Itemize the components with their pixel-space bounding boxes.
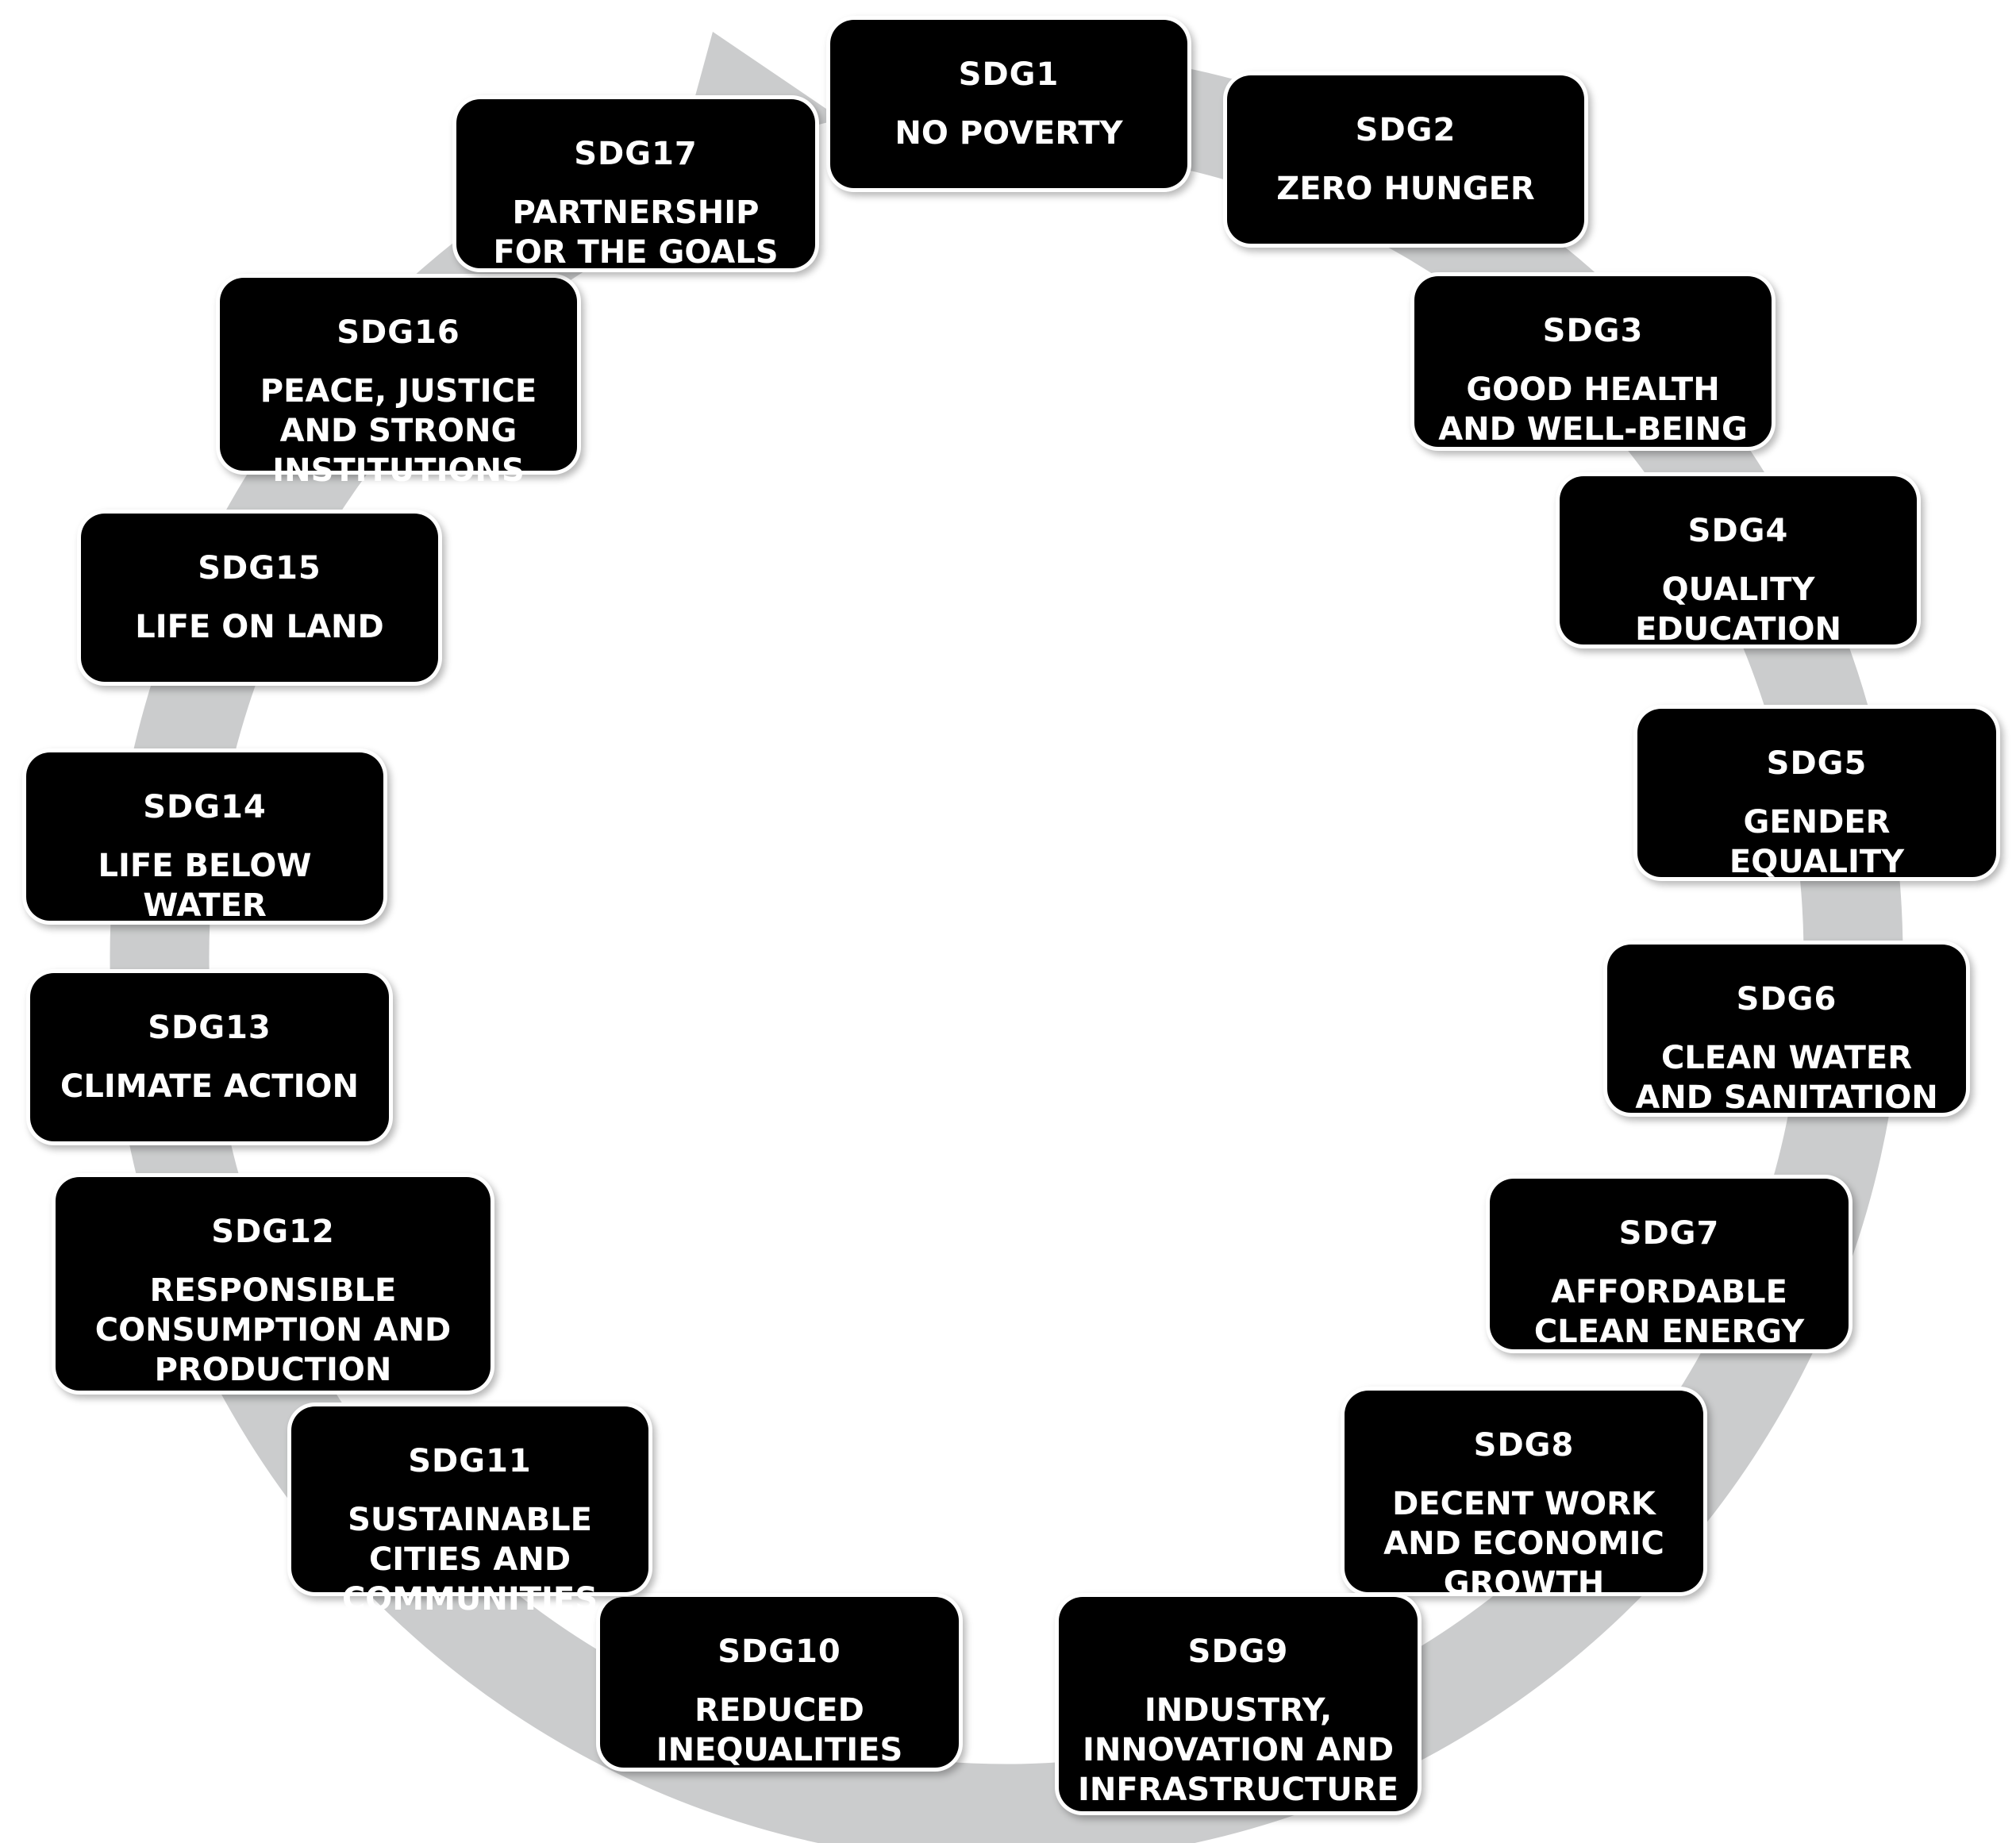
goal-box-sdg15: SDG15 LIFE ON LAND <box>81 514 438 682</box>
goal-box-sdg5: SDG5 GENDER EQUALITY <box>1637 709 1996 880</box>
goal-code: SDG2 <box>1355 112 1456 148</box>
goal-box-sdg9: SDG9 INDUSTRY, INNOVATION AND INFRASTRUC… <box>1059 1597 1418 1811</box>
goal-title: AFFORDABLE CLEAN ENERGY <box>1533 1274 1805 1350</box>
goal-code: SDG3 <box>1542 313 1644 349</box>
goal-code: SDG1 <box>958 56 1060 93</box>
goal-code: SDG4 <box>1687 513 1789 549</box>
goal-code: SDG14 <box>143 789 267 825</box>
goal-title: CLIMATE ACTION <box>60 1068 359 1105</box>
goal-title: QUALITY EDUCATION <box>1635 571 1841 648</box>
goal-code: SDG6 <box>1736 981 1837 1018</box>
goal-box-sdg16: SDG16 PEACE, JUSTICE AND STRONG INSTITUT… <box>220 278 577 489</box>
goal-box-sdg4: SDG4 QUALITY EDUCATION <box>1560 476 1917 648</box>
goal-code: SDG7 <box>1618 1215 1720 1252</box>
goal-title: INDUSTRY, INNOVATION AND INFRASTRUCTURE <box>1077 1692 1399 1808</box>
goal-title: NO POVERTY <box>895 115 1123 152</box>
goal-title: SUSTAINABLE CITIES AND COMMUNITIES <box>341 1502 598 1618</box>
goal-code: SDG5 <box>1766 745 1868 782</box>
goal-title: LIFE ON LAND <box>135 609 384 645</box>
goal-title: CLEAN WATER AND SANITATION <box>1635 1040 1938 1116</box>
goal-box-sdg10: SDG10 REDUCED INEQUALITIES <box>600 1597 959 1768</box>
goal-code: SDG10 <box>718 1633 841 1670</box>
goal-code: SDG11 <box>408 1443 532 1479</box>
goal-box-sdg6: SDG6 CLEAN WATER AND SANITATION <box>1607 945 1966 1116</box>
goal-box-sdg11: SDG11 SUSTAINABLE CITIES AND COMMUNITIES <box>291 1406 648 1618</box>
goal-code: SDG13 <box>148 1010 271 1046</box>
goal-code: SDG17 <box>574 136 698 172</box>
goal-title: PEACE, JUSTICE AND STRONG INSTITUTIONS <box>260 373 537 489</box>
goal-title: RESPONSIBLE CONSUMPTION AND PRODUCTION <box>94 1272 452 1388</box>
goal-title: ZERO HUNGER <box>1276 171 1535 207</box>
goal-code: SDG8 <box>1473 1427 1575 1464</box>
goal-code: SDG16 <box>337 314 460 351</box>
goal-box-sdg3: SDG3 GOOD HEALTH AND WELL-BEING <box>1414 276 1772 448</box>
goal-box-sdg2: SDG2 ZERO HUNGER <box>1227 75 1584 244</box>
goal-title: GOOD HEALTH AND WELL-BEING <box>1438 371 1748 448</box>
goal-title: PARTNERSHIP FOR THE GOALS <box>493 194 779 271</box>
goal-title: GENDER EQUALITY <box>1729 804 1905 880</box>
goal-title: DECENT WORK AND ECONOMIC GROWTH <box>1383 1486 1664 1602</box>
goal-box-sdg14: SDG14 LIFE BELOW WATER <box>26 752 383 924</box>
goal-box-sdg7: SDG7 AFFORDABLE CLEAN ENERGY <box>1490 1179 1849 1350</box>
goal-box-sdg17: SDG17 PARTNERSHIP FOR THE GOALS <box>456 99 815 271</box>
goal-code: SDG9 <box>1187 1633 1289 1670</box>
goal-title: REDUCED INEQUALITIES <box>656 1692 903 1768</box>
goal-box-sdg13: SDG13 CLIMATE ACTION <box>30 973 389 1141</box>
goal-box-sdg8: SDG8 DECENT WORK AND ECONOMIC GROWTH <box>1345 1391 1703 1602</box>
goal-code: SDG15 <box>198 550 321 587</box>
goal-box-sdg12: SDG12 RESPONSIBLE CONSUMPTION AND PRODUC… <box>56 1177 491 1391</box>
goal-box-sdg1: SDG1 NO POVERTY <box>830 20 1187 188</box>
goal-title: LIFE BELOW WATER <box>98 848 312 924</box>
goal-code: SDG12 <box>211 1214 335 1250</box>
